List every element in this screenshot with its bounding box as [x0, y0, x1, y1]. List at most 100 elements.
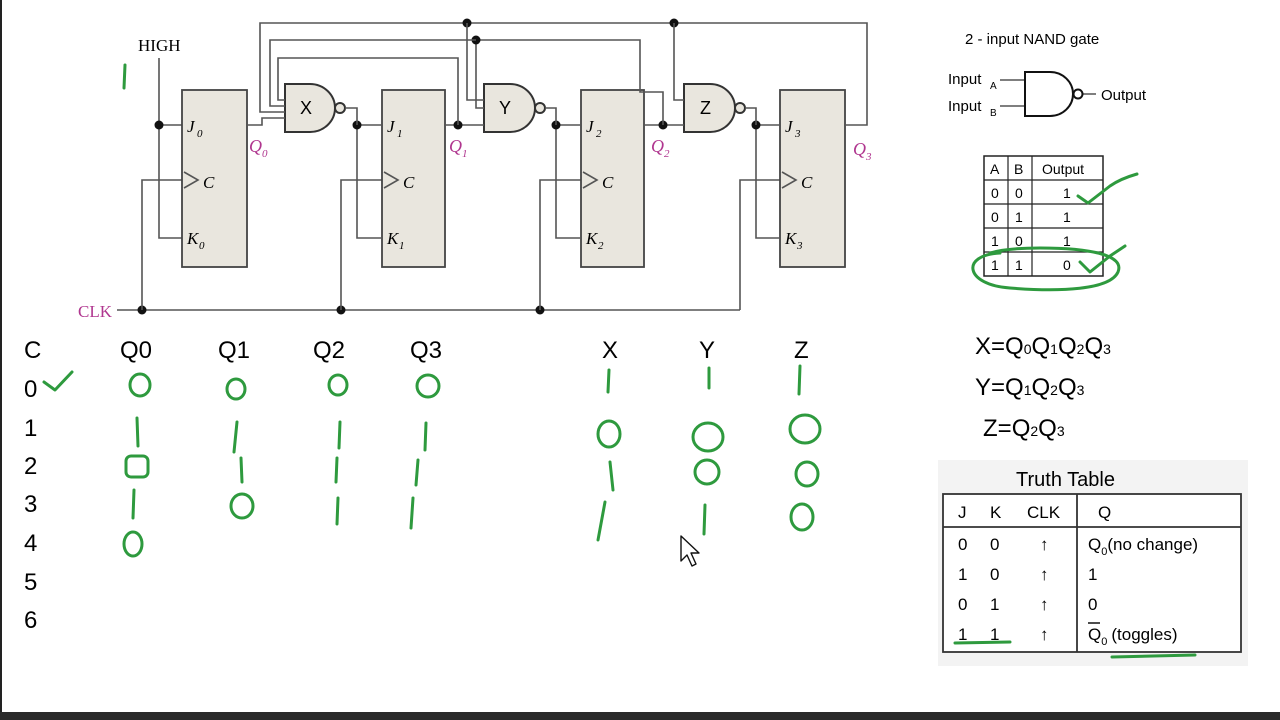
- frame-bottom-bar: [0, 712, 1280, 720]
- svg-text:Z: Z: [700, 98, 711, 118]
- svg-text:Q0(toggles): Q0(toggles): [1088, 625, 1178, 648]
- svg-text:J: J: [387, 117, 396, 136]
- svg-text:1: 1: [462, 148, 468, 160]
- frame-left-edge: [0, 0, 2, 720]
- mouse-cursor-icon: [680, 535, 700, 567]
- svg-text:3: 3: [865, 151, 872, 163]
- svg-text:2: 2: [596, 128, 602, 140]
- svg-text:B: B: [1014, 161, 1023, 177]
- svg-text:3: 3: [794, 128, 801, 140]
- equation-z: Z=Q2Q3: [983, 415, 1065, 442]
- svg-text:J: J: [958, 503, 967, 522]
- svg-text:3: 3: [24, 491, 37, 518]
- flipflop-3: J 3 C K 3 Q 3: [779, 89, 872, 268]
- svg-text:Z: Z: [794, 337, 809, 364]
- gate-z: Z: [683, 83, 746, 133]
- svg-text:0: 0: [958, 535, 967, 554]
- svg-text:K: K: [186, 229, 200, 248]
- svg-text:J: J: [586, 117, 595, 136]
- svg-text:0: 0: [1063, 257, 1071, 273]
- svg-text:1: 1: [24, 415, 37, 442]
- q2-label: Q: [651, 136, 664, 156]
- nand-truth-table: A B Output 0 0 1 0 1 1 1 0 1 1 1 0: [971, 155, 1139, 292]
- svg-text:Q0(no change): Q0(no change): [1088, 535, 1198, 558]
- svg-text:Q1: Q1: [218, 337, 250, 364]
- handwritten-values: [42, 63, 822, 558]
- svg-text:1: 1: [1015, 209, 1023, 225]
- svg-text:3: 3: [796, 240, 803, 252]
- gate-x: X: [284, 83, 346, 133]
- svg-text:6: 6: [24, 607, 37, 634]
- svg-text:Output: Output: [1101, 87, 1147, 104]
- svg-text:0: 0: [1088, 595, 1097, 614]
- svg-text:X: X: [300, 98, 312, 118]
- svg-text:0: 0: [990, 565, 999, 584]
- flipflop-2: J 2 C K 2 Q 2: [580, 89, 670, 268]
- svg-text:0: 0: [1015, 185, 1023, 201]
- svg-text:C: C: [24, 337, 41, 364]
- svg-text:0: 0: [197, 128, 203, 140]
- equations: X=Q0Q1Q2Q3 Y=Q1Q2Q3 Z=Q2Q3: [975, 333, 1111, 442]
- svg-text:↑: ↑: [1040, 535, 1049, 554]
- svg-text:1: 1: [399, 240, 405, 252]
- svg-text:J: J: [187, 117, 196, 136]
- high-label: HIGH: [138, 36, 181, 55]
- svg-text:1: 1: [991, 257, 999, 273]
- svg-text:0: 0: [991, 209, 999, 225]
- svg-text:1: 1: [958, 565, 967, 584]
- svg-text:1: 1: [990, 595, 999, 614]
- q0-label: Q: [249, 136, 262, 156]
- svg-text:0: 0: [1015, 233, 1023, 249]
- svg-text:Input: Input: [948, 71, 982, 88]
- clk-label: CLK: [78, 302, 113, 321]
- clock-row-labels: 0 1 2 3 4 5 6: [24, 376, 37, 634]
- worksheet-headers: C Q0 Q1 Q2 Q3 X Y Z: [24, 337, 809, 364]
- svg-text:K: K: [990, 503, 1002, 522]
- svg-text:1: 1: [991, 233, 999, 249]
- svg-text:1: 1: [1063, 209, 1071, 225]
- svg-text:0: 0: [990, 535, 999, 554]
- svg-text:A: A: [990, 81, 997, 92]
- jk-truth-table: Truth Table J K CLK Q 0 0 ↑ Q0(no change…: [938, 460, 1248, 666]
- svg-text:1: 1: [397, 128, 403, 140]
- svg-text:CLK: CLK: [1027, 503, 1061, 522]
- svg-text:0: 0: [199, 240, 205, 252]
- svg-text:2: 2: [24, 453, 37, 480]
- svg-text:5: 5: [24, 569, 37, 596]
- svg-text:2: 2: [664, 148, 670, 160]
- svg-text:Q3: Q3: [410, 337, 442, 364]
- svg-text:↑: ↑: [1040, 625, 1049, 644]
- svg-text:0: 0: [991, 185, 999, 201]
- svg-text:Output: Output: [1042, 161, 1084, 177]
- svg-text:↑: ↑: [1040, 595, 1049, 614]
- counter-circuit: HIGH CLK J 0 C K 0 Q 0 J 1: [78, 18, 872, 321]
- svg-text:0: 0: [24, 376, 37, 403]
- svg-text:Q: Q: [1098, 503, 1111, 522]
- gate-y: Y: [483, 83, 546, 133]
- svg-text:Q2: Q2: [313, 337, 345, 364]
- svg-text:B: B: [990, 108, 997, 119]
- svg-text:Y: Y: [499, 98, 511, 118]
- svg-text:J: J: [785, 117, 794, 136]
- svg-text:1: 1: [1063, 185, 1071, 201]
- svg-text:4: 4: [24, 530, 37, 557]
- svg-text:K: K: [386, 229, 400, 248]
- svg-text:1: 1: [1088, 565, 1097, 584]
- flipflop-0: J 0 C K 0 Q 0: [181, 89, 268, 268]
- svg-text:2: 2: [598, 240, 604, 252]
- svg-text:Y: Y: [699, 337, 715, 364]
- svg-text:1: 1: [1015, 257, 1023, 273]
- svg-text:Input: Input: [948, 98, 982, 115]
- equation-y: Y=Q1Q2Q3: [975, 374, 1085, 401]
- q1-label: Q: [449, 136, 462, 156]
- svg-text:C: C: [403, 173, 415, 192]
- svg-text:C: C: [203, 173, 215, 192]
- svg-text:Q0: Q0: [120, 337, 152, 364]
- svg-text:A: A: [990, 161, 1000, 177]
- svg-text:0: 0: [958, 595, 967, 614]
- svg-text:K: K: [784, 229, 798, 248]
- worksheet: C Q0 Q1 Q2 Q3 X Y Z 0 1 2 3 4 5 6: [24, 63, 822, 634]
- flipflop-1: J 1 C K 1 Q 1: [381, 89, 468, 268]
- jk-table-title: Truth Table: [1016, 469, 1115, 491]
